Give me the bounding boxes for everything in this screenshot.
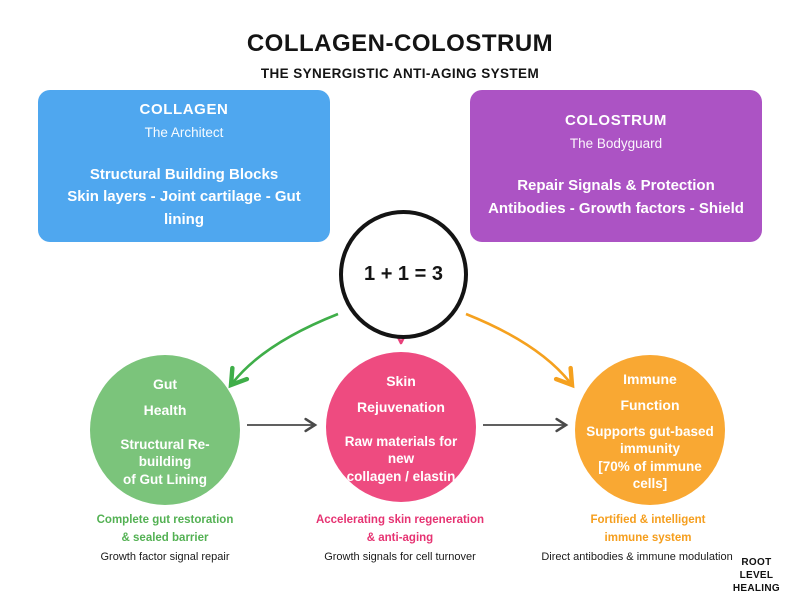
immune-desc-line3: [70% of immune cells] <box>598 458 702 492</box>
immune-caption-line2: immune system <box>604 532 692 545</box>
synergy-to-gut-arrow <box>228 312 339 389</box>
synergy-equation-circle: 1 + 1 = 3 <box>339 210 468 339</box>
immune-benefit-caption: Fortified & intelligent immune system <box>533 511 763 548</box>
gut-circle-title: Gut Health <box>144 372 187 424</box>
collagen-card-role: The Architect <box>144 124 224 140</box>
immune-circle-title: Immune Function <box>620 367 679 419</box>
colostrum-card-name: COLOSTRUM <box>564 112 668 129</box>
gut-benefit-caption: Complete gut restoration & sealed barrie… <box>50 511 280 548</box>
collagen-card: COLLAGEN The Architect Structural Buildi… <box>38 90 330 242</box>
gut-health-circle: Gut Health Structural Re-building of Gut… <box>90 355 240 505</box>
gut-circle-description: Structural Re-building of Gut Lining <box>96 436 234 489</box>
skin-title-line2: Rejuvenation <box>357 398 445 415</box>
skin-title-line1: Skin <box>386 372 416 389</box>
page-title: COLLAGEN-COLOSTRUM <box>246 30 554 57</box>
immune-function-circle: Immune Function Supports gut-based immun… <box>575 355 725 505</box>
synergy-to-immune-arrow <box>465 312 575 389</box>
collagen-card-name: COLLAGEN <box>139 100 229 118</box>
immune-caption-line1: Fortified & intelligent <box>590 514 706 526</box>
root-level-healing-logo: ROOT LEVEL HEALING <box>733 556 780 596</box>
colostrum-desc-line1: Repair Signals & Protection <box>517 177 715 194</box>
skin-benefit-caption: Accelerating skin regeneration & anti-ag… <box>285 511 515 548</box>
gut-desc-line2: of Gut Lining <box>123 471 207 487</box>
collagen-card-description: Structural Building Blocks Skin layers -… <box>46 164 322 232</box>
skin-benefit-note: Growth signals for cell turnover <box>324 551 476 563</box>
skin-circle-title: Skin Rejuvenation <box>357 369 445 421</box>
page-subtitle: THE SYNERGISTIC ANTI-AGING SYSTEM <box>260 66 540 81</box>
gut-caption-line2: & sealed barrier <box>121 532 209 545</box>
synergy-equation-text: 1 + 1 = 3 <box>364 263 443 285</box>
gut-title-line1: Gut <box>152 375 178 392</box>
colostrum-desc-line2: Antibodies - Growth factors - Shield <box>488 199 744 217</box>
immune-desc-line2: immunity <box>619 441 680 457</box>
collagen-desc-line2: Skin layers - Joint cartilage - Gut lini… <box>67 188 301 228</box>
gut-title-line2: Health <box>143 401 187 418</box>
immune-desc-line1: Supports gut-based <box>586 423 714 439</box>
logo-line3: HEALING <box>732 583 780 595</box>
skin-caption-line2: & anti-aging <box>366 532 434 545</box>
colostrum-card-role: The Bodyguard <box>569 136 663 151</box>
skin-rejuvenation-circle: Skin Rejuvenation Raw materials for new … <box>326 352 476 502</box>
immune-circle-description: Supports gut-based immunity [70% of immu… <box>581 423 719 493</box>
immune-title-line1: Immune <box>623 371 677 388</box>
gut-caption-line1: Complete gut restoration <box>96 514 234 526</box>
immune-benefit-note: Direct antibodies & immune modulation <box>541 551 733 563</box>
immune-title-line2: Function <box>620 396 680 413</box>
collagen-desc-line1: Structural Building Blocks <box>89 165 279 183</box>
skin-circle-description: Raw materials for new collagen / elastin <box>332 433 470 486</box>
colostrum-card: COLOSTRUM The Bodyguard Repair Signals &… <box>470 90 762 242</box>
gut-benefit-note: Growth factor signal repair <box>100 551 230 563</box>
logo-line1: ROOT <box>741 557 772 568</box>
skin-desc-line1: Raw materials for new <box>344 433 458 467</box>
logo-line2: LEVEL <box>739 570 774 582</box>
gut-desc-line1: Structural Re-building <box>120 436 210 470</box>
skin-desc-line2: collagen / elastin <box>346 468 456 484</box>
colostrum-card-description: Repair Signals & Protection Antibodies -… <box>488 175 744 220</box>
skin-caption-line1: Accelerating skin regeneration <box>315 514 485 526</box>
